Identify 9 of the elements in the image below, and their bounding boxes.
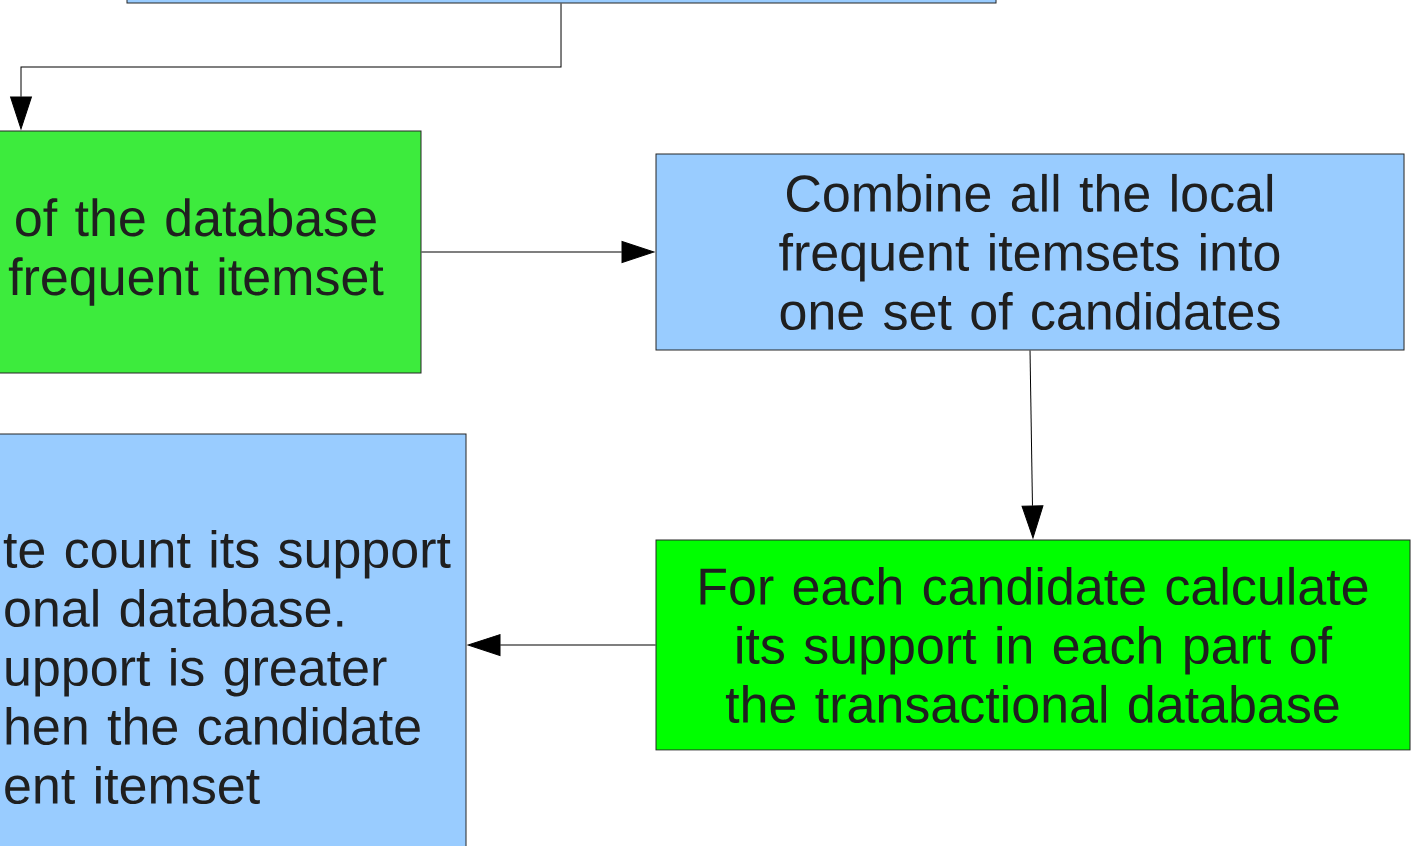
process-box: te count its support onal database. upport is greater hen the candidate ent itemset <box>0 433 467 846</box>
process-box: of the database frequent itemset <box>0 130 422 374</box>
arrow <box>421 241 655 263</box>
process-box <box>126 0 997 4</box>
arrow <box>1021 350 1044 539</box>
arrow <box>467 634 656 656</box>
arrow <box>10 3 562 130</box>
process-box: For each candidate calculate its support in each part of the transactional database <box>655 539 1411 751</box>
process-box: Combine all the local frequent itemsets into one set of candidates <box>655 153 1405 351</box>
